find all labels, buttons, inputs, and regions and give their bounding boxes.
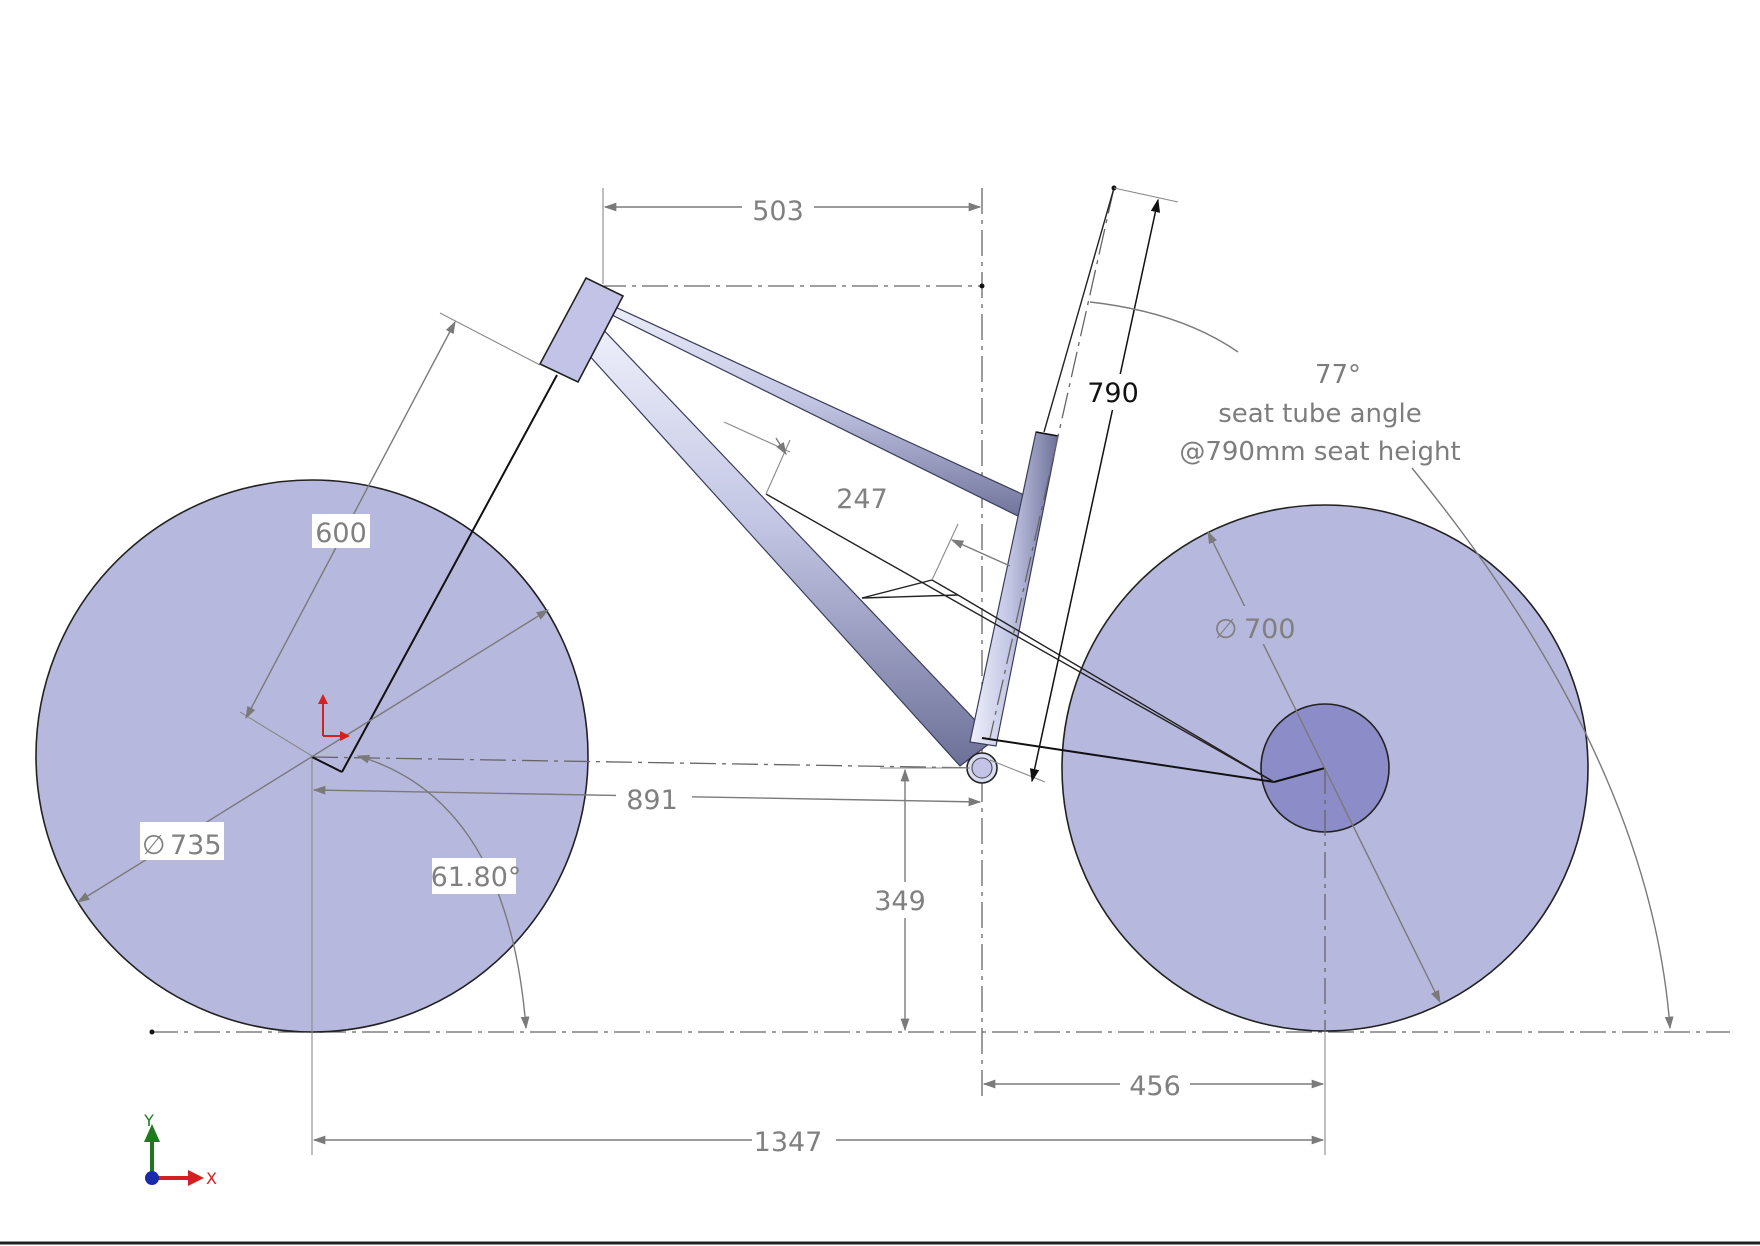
reach-label: 503 <box>752 196 804 227</box>
head-angle-arc <box>356 754 530 1030</box>
fork-length-label-bg <box>312 514 370 548</box>
wheelbase-label: 1347 <box>754 1127 823 1158</box>
chainstay-label: 456 <box>1129 1071 1181 1102</box>
front-center-line <box>311 756 983 769</box>
chainstay-label-bg <box>1120 1066 1190 1102</box>
seat-angle-arc-lower <box>1411 467 1674 1030</box>
origin-triad-icon <box>318 694 350 741</box>
axis-x-label: X <box>206 1169 217 1188</box>
head-angle-label: 61.80° <box>431 862 522 893</box>
seat-angle-condition: @790mm seat height <box>1179 437 1460 467</box>
reach-label-bg <box>742 190 814 224</box>
head-tube <box>538 276 625 384</box>
rear-wheel-diameter-label: 700 <box>1244 614 1296 645</box>
bb-offset-leader-top <box>723 421 791 453</box>
seatstay-line <box>765 493 1275 783</box>
bb-height-label: 349 <box>874 886 926 917</box>
seat-height-dimension-line <box>1029 198 1161 783</box>
ground-line-endpoint <box>149 1029 155 1035</box>
fork-length-extension-top <box>439 312 541 366</box>
front-center-label: 891 <box>626 785 678 816</box>
reach-endpoint <box>979 283 985 289</box>
axis-triad-icon: Y X <box>143 1111 217 1188</box>
front-wheel-diameter-symbol: ∅ <box>142 830 166 861</box>
fork-length-label: 600 <box>315 518 367 549</box>
seat-height-label: 790 <box>1087 378 1139 409</box>
bb-offset-extension-right <box>931 523 959 581</box>
bb-offset-label: 247 <box>836 484 888 515</box>
bb-offset-extension-left <box>765 439 791 495</box>
bottom-bracket <box>966 752 998 784</box>
seat-height-extension-bottom <box>989 759 1046 783</box>
rear-wheel-diameter-symbol: ∅ <box>1214 614 1238 645</box>
axis-y-label: Y <box>143 1111 154 1130</box>
front-wheel-diameter-label: 735 <box>170 830 222 861</box>
rear-wheel-diameter-label-bg <box>1214 606 1298 644</box>
head-angle-label-bg <box>432 858 516 894</box>
seat-angle-arc-upper <box>1089 301 1239 353</box>
bb-offset-arrow-right <box>950 539 1011 567</box>
bb-offset-arrow-left <box>775 437 787 456</box>
front-wheel-diameter-label-bg <box>140 822 224 860</box>
seat-angle-value: 77° <box>1315 360 1361 390</box>
front-center-label-bg <box>616 780 692 814</box>
seat-angle-caption: seat tube angle <box>1218 399 1422 429</box>
seat-height-extension-top <box>1113 187 1179 203</box>
wheelbase-label-bg <box>752 1122 836 1158</box>
seatstay-bridge-base <box>861 594 959 599</box>
bb-height-label-bg <box>870 882 938 918</box>
seat-height-label-bg <box>1088 374 1140 410</box>
